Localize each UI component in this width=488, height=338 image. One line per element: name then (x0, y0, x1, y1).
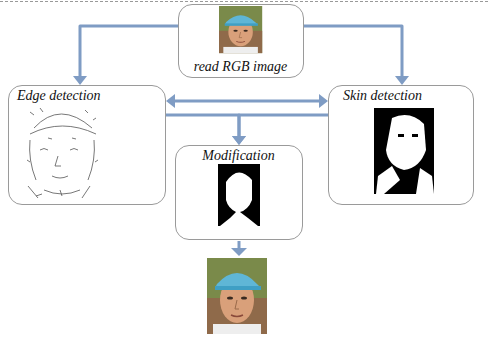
input-photo (219, 6, 262, 53)
flow-arrow (304, 26, 409, 85)
flow-arrow (166, 115, 246, 145)
node-label: Modification (202, 148, 274, 164)
flow-arrow (232, 115, 328, 145)
arrow-head (319, 94, 328, 108)
node-label: read RGB image (194, 59, 288, 75)
arrow-head (73, 76, 87, 85)
flow-arrow (166, 94, 328, 108)
node-label: Edge detection (17, 88, 101, 104)
modification-box: Modification (175, 145, 303, 240)
arrow-head (395, 76, 409, 85)
output-photo (207, 258, 267, 334)
node-label: Skin detection (343, 88, 422, 104)
edge-box: Edge detection (8, 85, 166, 205)
frame-line (0, 1, 488, 2)
skin-mask (374, 108, 434, 194)
arrow-line (304, 26, 402, 77)
flow-arrow (73, 26, 178, 85)
edge-image (24, 104, 102, 200)
input-box: read RGB image (178, 4, 304, 78)
arrow-line (166, 115, 239, 137)
arrow-line (174, 100, 320, 103)
arrow-line (80, 26, 178, 77)
arrow-head (166, 94, 175, 108)
arrow-head (232, 136, 246, 145)
arrow-head (232, 136, 246, 145)
skin-box: Skin detection (328, 85, 474, 205)
arrow-line (239, 115, 328, 137)
output-arrow (231, 241, 247, 256)
modified-mask (218, 164, 260, 226)
